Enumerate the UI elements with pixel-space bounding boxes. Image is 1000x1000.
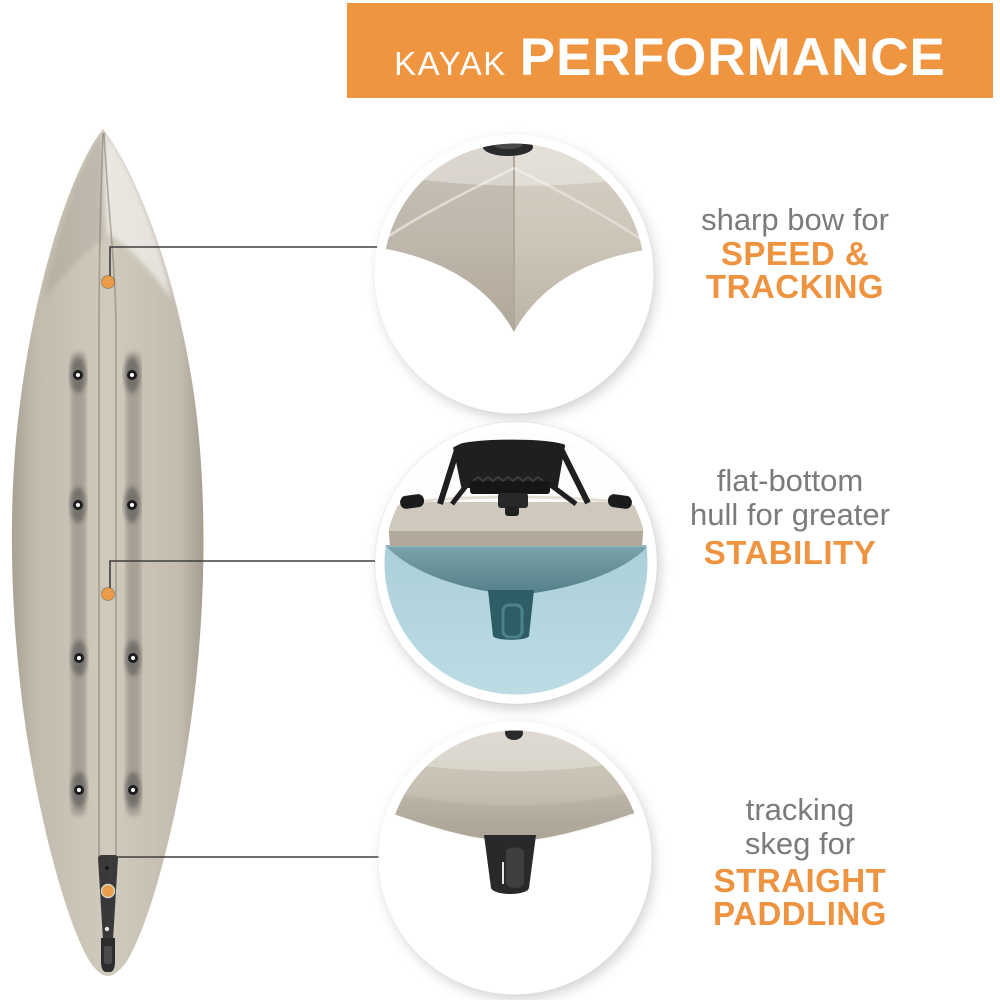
banner-text: KAYAK PERFORMANCE [347, 27, 993, 88]
callout-skeg-muted-line-2: skeg for [744, 826, 856, 861]
callout-line-skeg [109, 856, 382, 885]
tracking-skeg [484, 835, 536, 894]
callout-bow-accent-line-2: TRACKING [705, 268, 885, 305]
callout-text-hull: flat-bottom hull for greater STABILITY [630, 463, 950, 571]
callout-line-hull [109, 560, 380, 589]
callout-bow-muted-line-1: sharp bow for [701, 202, 889, 237]
kayak-bottom-view [11, 129, 204, 976]
callout-line-bow [109, 246, 382, 277]
callout-bow-accent-line-1: SPEED & [720, 235, 870, 272]
skeg-detail-circle [378, 721, 654, 999]
callout-skeg-muted-line-1: tracking [745, 792, 855, 827]
banner-kayak-label: KAYAK [394, 45, 507, 82]
kayak-rivet [70, 487, 86, 523]
kayak-rivets [70, 357, 141, 808]
side-handle-left [400, 494, 425, 509]
kayak-seat [437, 439, 591, 516]
kayak-rivet [71, 772, 87, 808]
kayak-rivet [124, 357, 140, 393]
banner-performance-label: PERFORMANCE [519, 28, 946, 87]
callout-text-skeg: tracking skeg for STRAIGHT PADDLING [650, 792, 950, 932]
callout-hull-muted-line-2: hull for greater [690, 497, 890, 532]
kayak-keel-lines [98, 132, 117, 856]
submerged-skeg [488, 590, 534, 640]
callout-hull-muted-line-1: flat-bottom [716, 463, 864, 498]
callout-text-bow: sharp bow for SPEED & TRACKING [640, 202, 950, 305]
kayak-channel-right [126, 352, 141, 816]
title-banner: KAYAK PERFORMANCE [347, 3, 993, 98]
submerged-hull [386, 546, 648, 595]
callout-connectors [109, 246, 382, 885]
callout-marker-bow [101, 275, 115, 289]
bow-detail-circle [374, 134, 656, 418]
kayak-bow-highlight [104, 131, 172, 300]
kayak-rivet [124, 487, 140, 523]
callout-skeg-accent-line-1: STRAIGHT [713, 862, 887, 899]
callout-hull-accent-line-1: STABILITY [703, 534, 877, 571]
kayak-rivet [70, 357, 86, 393]
callout-skeg-accent-line-2: PADDLING [713, 895, 887, 932]
callout-marker-hull [101, 587, 115, 601]
hull-detail-circle [374, 421, 660, 709]
kayak-bow-shade [44, 131, 103, 300]
hull-above-water [388, 502, 644, 546]
kayak-rivet [71, 640, 87, 676]
kayak-channel-left [71, 352, 86, 816]
side-handle-right [607, 494, 632, 509]
kayak-rivet [125, 640, 141, 676]
callout-marker-skeg [100, 883, 116, 899]
kayak-rivet [125, 772, 141, 808]
kayak-hull [11, 129, 204, 976]
